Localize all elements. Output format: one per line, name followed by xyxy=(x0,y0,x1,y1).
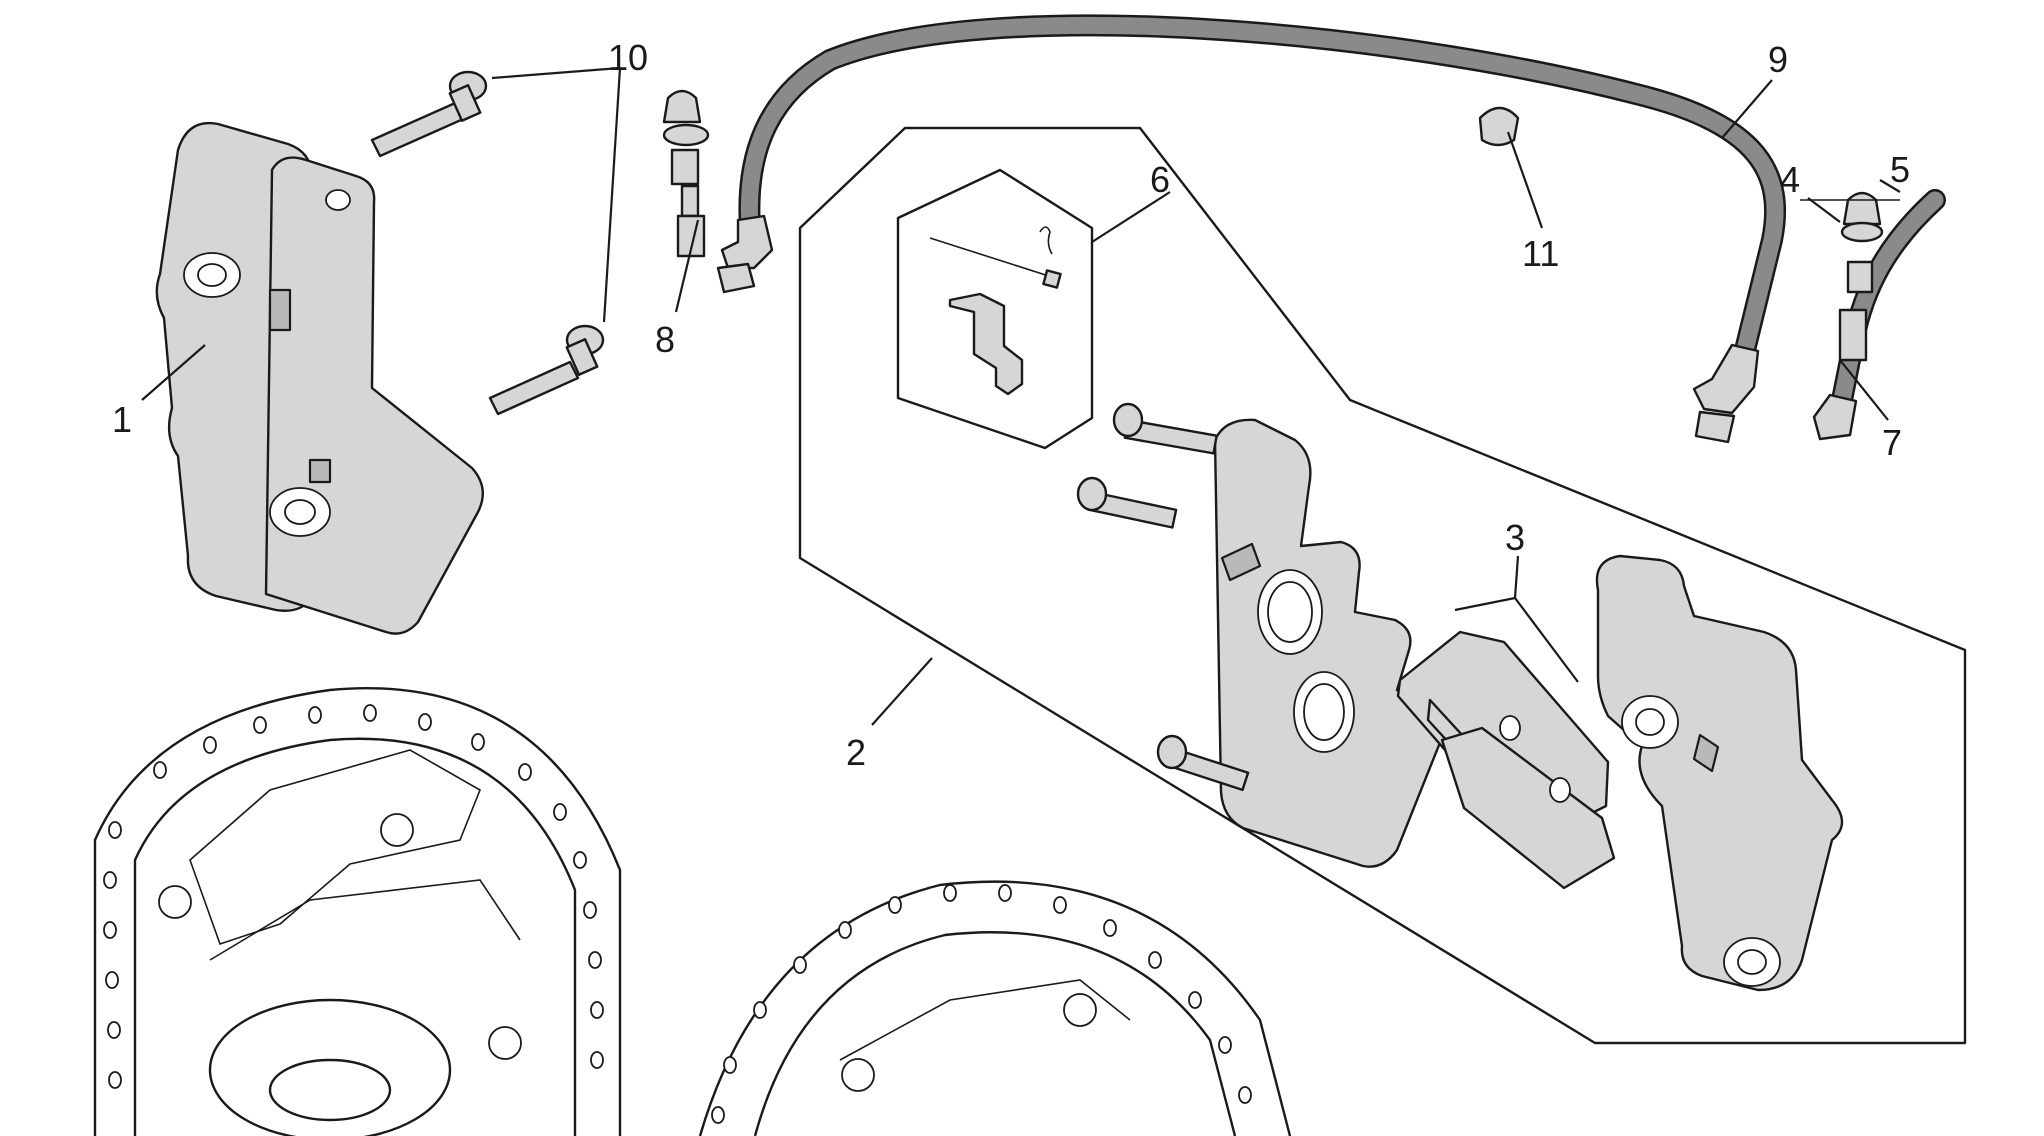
callout-6: 6 xyxy=(1150,159,1170,200)
leader-8 xyxy=(674,219,700,313)
callout-4: 4 xyxy=(1780,159,1800,200)
leader-lines xyxy=(141,66,1901,726)
kit-caliper-outer-half xyxy=(1595,554,1844,992)
leader-5 xyxy=(1879,179,1901,193)
brake-disc-left xyxy=(93,687,622,1136)
caliper-bolt-lower xyxy=(488,324,605,416)
callout-10: 10 xyxy=(608,37,648,78)
callout-1: 1 xyxy=(112,399,132,440)
leader-1 xyxy=(141,344,206,401)
leader-3 xyxy=(1513,555,1520,599)
leader-3b xyxy=(1454,596,1579,683)
leader-2 xyxy=(871,657,933,726)
kit-caliper-inner-half xyxy=(1213,418,1442,868)
callout-2: 2 xyxy=(846,732,866,773)
caliper-bolt-upper xyxy=(370,70,488,158)
pin-kit-box xyxy=(896,168,1094,450)
callout-8: 8 xyxy=(655,319,675,360)
kit-bolt-2 xyxy=(1076,476,1178,529)
leader-9 xyxy=(1721,79,1773,139)
kit-bolt-1 xyxy=(1112,402,1218,455)
leader-6 xyxy=(1091,191,1171,243)
leader-10a xyxy=(491,66,621,80)
disc-left-drill-holes xyxy=(103,704,604,1089)
banjo-fitting-left xyxy=(662,89,710,258)
brake-disc-right xyxy=(698,880,1292,1136)
brake-hose xyxy=(716,14,1786,444)
leader-10b xyxy=(602,67,622,323)
kit-boundary xyxy=(798,126,1967,1045)
leader-4 xyxy=(1807,197,1841,223)
brake-pads xyxy=(1396,630,1616,890)
leader-7 xyxy=(1839,359,1889,421)
callout-7: 7 xyxy=(1882,422,1902,463)
banjo-fitting-right xyxy=(1800,191,1900,362)
kit-bolt-3 xyxy=(1156,734,1250,792)
leader-11 xyxy=(1506,131,1544,229)
disc-right-drill-holes xyxy=(711,884,1252,1124)
callout-5: 5 xyxy=(1890,149,1910,190)
callout-9: 9 xyxy=(1768,39,1788,80)
brake-caliper-assembled xyxy=(155,121,484,635)
callout-3: 3 xyxy=(1505,517,1525,558)
callout-labels: 1 2 3 4 5 6 7 8 9 10 11 xyxy=(112,37,1910,773)
callout-11: 11 xyxy=(1522,233,1559,274)
hose-clip xyxy=(1478,106,1520,147)
